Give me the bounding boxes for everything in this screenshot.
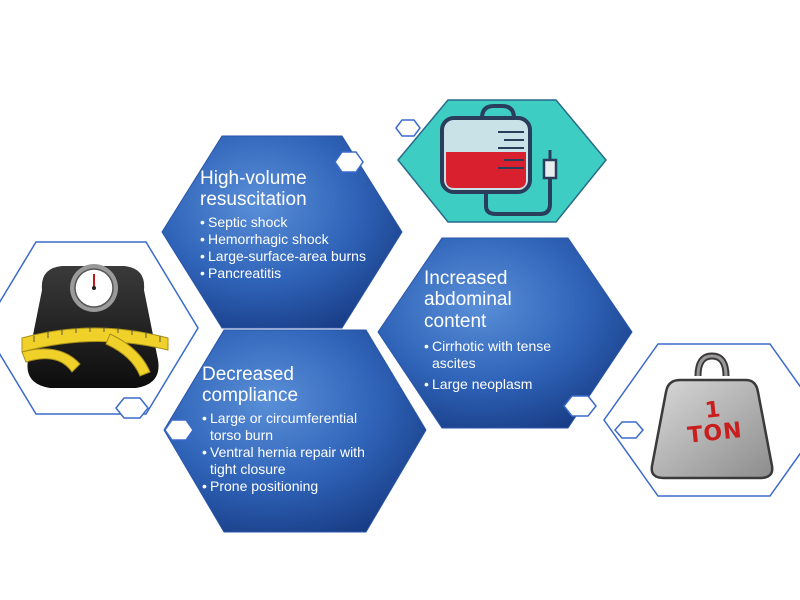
hex-scale bbox=[0, 241, 199, 419]
one-ton-weight-icon bbox=[650, 352, 774, 480]
hex-one-ton bbox=[603, 343, 800, 497]
hex-item-list: Cirrhotic with tense ascites Large neopl… bbox=[424, 338, 604, 393]
small-hex-outline-6 bbox=[614, 421, 644, 439]
small-hex-outline-1 bbox=[334, 151, 364, 173]
hex-list-item: Cirrhotic with tense ascites bbox=[424, 338, 587, 372]
hex-title: Decreased compliance bbox=[202, 364, 299, 407]
weight-scale-with-measuring-tape-icon bbox=[21, 264, 169, 388]
text-increased-abdominal-content: Increased abdominal content Cirrhotic wi… bbox=[424, 268, 604, 393]
text-high-volume-resuscitation: High-volume resuscitation Septic shock H… bbox=[200, 168, 390, 282]
text-decreased-compliance: Decreased compliance Large or circumfere… bbox=[202, 364, 392, 495]
hex-title: High-volume resuscitation bbox=[200, 168, 307, 211]
hex-item-list: Large or circumferential torso burn Vent… bbox=[202, 410, 392, 495]
hex-list-item: Large-surface-area burns bbox=[200, 248, 373, 265]
iv-blood-bag-icon bbox=[440, 104, 558, 216]
small-hex-outline-3 bbox=[164, 419, 194, 441]
hex-list-item: Pancreatitis bbox=[200, 265, 390, 282]
hex-item-list: Septic shock Hemorrhagic shock Large-sur… bbox=[200, 214, 390, 282]
hex-list-item: Hemorrhagic shock bbox=[200, 231, 390, 248]
hex-title: Increased abdominal content bbox=[424, 268, 512, 332]
hex-list-item: Large neoplasm bbox=[424, 376, 604, 393]
hex-list-item: Prone positioning bbox=[202, 478, 392, 495]
hex-list-item: Ventral hernia repair with tight closure bbox=[202, 444, 380, 478]
hex-iv-bag bbox=[395, 99, 607, 223]
small-hex-outline-2 bbox=[563, 395, 597, 417]
small-hex-outline-4 bbox=[395, 119, 421, 137]
hex-list-item: Septic shock bbox=[200, 214, 390, 231]
small-hex-outline-5 bbox=[115, 397, 149, 419]
hex-list-item: Large or circumferential torso burn bbox=[202, 410, 380, 444]
